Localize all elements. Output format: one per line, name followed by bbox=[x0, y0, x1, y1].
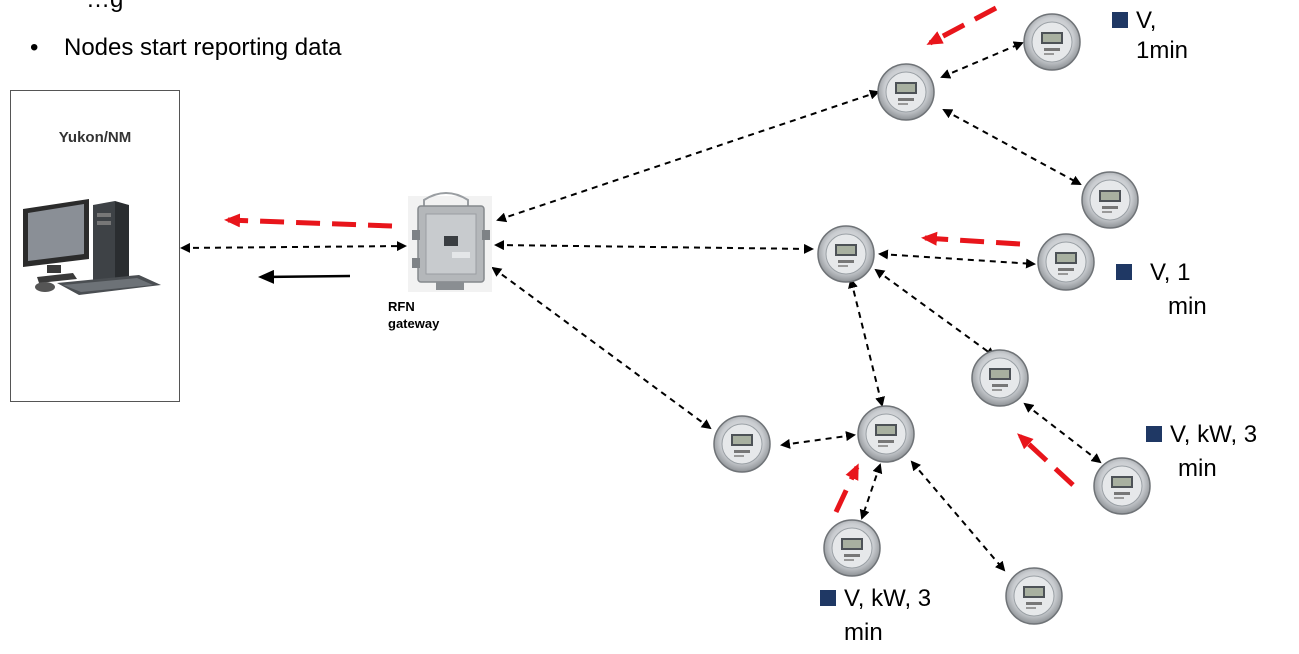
gateway-label-line1: RFN bbox=[388, 299, 415, 314]
meter-icon bbox=[1081, 171, 1139, 229]
link-meter-a-b bbox=[940, 41, 1024, 79]
link-gateway-meter-a bbox=[496, 89, 880, 223]
cut-off-heading: …g bbox=[86, 0, 123, 14]
meter-icon bbox=[1037, 233, 1095, 291]
meter-icon bbox=[823, 519, 881, 577]
meter-icon bbox=[1023, 13, 1081, 71]
computer-icon bbox=[23, 199, 161, 295]
tag-text: V, kW, 3 bbox=[1170, 421, 1258, 448]
report-arrows bbox=[224, 5, 1075, 514]
tag-text: V, kW, 3 bbox=[844, 585, 932, 612]
tag-text: V, bbox=[1136, 7, 1157, 34]
bullet-marker: • bbox=[30, 34, 39, 61]
link-meter-c-f bbox=[874, 268, 996, 358]
meter-icon bbox=[857, 405, 915, 463]
tag-text: 1min bbox=[1136, 37, 1189, 64]
report-arrow-low bbox=[1017, 433, 1075, 487]
tag-square-icon bbox=[1146, 426, 1162, 442]
meters bbox=[713, 13, 1151, 625]
link-meter-g-i bbox=[859, 463, 883, 520]
meter-icon bbox=[1093, 457, 1151, 515]
meter-icon bbox=[713, 415, 771, 473]
report-tag-right-mid: V, 1 min bbox=[1116, 258, 1207, 322]
link-headend-gateway bbox=[180, 241, 407, 253]
report-arrow-headend bbox=[224, 213, 393, 229]
report-tag-bottom: V, kW, 3 min bbox=[820, 584, 931, 648]
bullet-text: Nodes start reporting data bbox=[64, 34, 342, 61]
headend-box: Yukon/NM bbox=[10, 90, 180, 402]
meter-icon bbox=[877, 63, 935, 121]
meter-icon bbox=[817, 225, 875, 283]
report-tag-right-low: V, kW, 3 min bbox=[1146, 420, 1257, 484]
links bbox=[180, 41, 1102, 572]
headend-label: Yukon/NM bbox=[58, 129, 132, 146]
bullet-point: • Nodes start reporting data bbox=[30, 34, 342, 62]
link-meter-c-d bbox=[878, 249, 1036, 269]
link-meter-a-e bbox=[942, 109, 1082, 185]
gateway-label-line2: gateway bbox=[388, 316, 440, 331]
link-gateway-meter-h bbox=[491, 266, 712, 430]
link-meter-f-j bbox=[1023, 402, 1102, 464]
gateway-label: RFN gateway bbox=[388, 298, 439, 332]
tag-square-icon bbox=[820, 590, 836, 606]
link-gateway-meter-c bbox=[494, 240, 814, 254]
meter-icon bbox=[971, 349, 1029, 407]
tag-text: min bbox=[844, 619, 883, 646]
tag-text: min bbox=[1178, 455, 1217, 482]
gateway-device-icon bbox=[408, 192, 492, 292]
link-meter-c-g bbox=[848, 278, 885, 407]
command-arrow bbox=[258, 269, 351, 284]
tag-square-icon bbox=[1116, 264, 1132, 280]
meter-icon bbox=[1005, 567, 1063, 625]
link-meter-g-k bbox=[910, 460, 1006, 572]
report-arrow-top bbox=[926, 5, 998, 46]
report-arrow-bottom bbox=[833, 463, 860, 514]
report-tag-top: V, 1min bbox=[1112, 6, 1188, 66]
tag-square-icon bbox=[1112, 12, 1128, 28]
report-arrow-mid bbox=[921, 231, 1021, 247]
link-meter-h-g bbox=[780, 431, 856, 449]
tag-text: V, 1 bbox=[1150, 259, 1191, 286]
tag-text: min bbox=[1168, 293, 1207, 320]
